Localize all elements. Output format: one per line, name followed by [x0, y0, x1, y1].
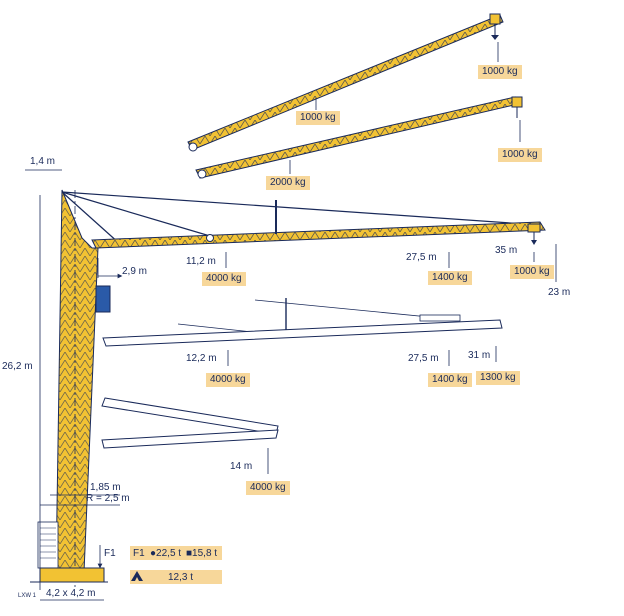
- main-jib-height: 23 m: [548, 287, 571, 298]
- f1-box: [130, 546, 222, 560]
- force-arrow-label: F1: [104, 548, 116, 559]
- dimension-lines: [25, 169, 120, 601]
- raised-jib-2-load: 2000 kg: [266, 176, 310, 190]
- tower-top-offset: 1,4 m: [30, 156, 56, 167]
- short-jib-load-1: 4000 kg: [246, 481, 290, 495]
- tower-base-size: 4,2 x 4,2 m: [46, 588, 96, 599]
- raised-jib-2-tip-load: 1000 kg: [498, 148, 542, 162]
- raised-jib-1-tip-load: 1000 kg: [478, 65, 522, 79]
- folded-jib-dist-1: 12,2 m: [186, 353, 217, 364]
- main-jib-load-1: 4000 kg: [202, 272, 246, 286]
- ballast-value: 12,3 t: [168, 572, 194, 583]
- main-jib-load-3: 1000 kg: [510, 265, 554, 279]
- f1-value-a: ●22,5 t: [150, 548, 182, 559]
- folded-jib-dist-2: 27,5 m: [408, 353, 439, 364]
- f1-value-b: ■15,8 t: [186, 548, 218, 559]
- tower-height: 26,2 m: [2, 361, 33, 372]
- tower-radius: R = 2,5 m: [86, 493, 130, 504]
- folded-jib-load-3: 1300 kg: [476, 371, 520, 385]
- tower: [30, 189, 111, 590]
- raised-jib-2: [195, 96, 523, 179]
- raised-jib-1-load: 1000 kg: [296, 111, 340, 125]
- raised-jib-1: [187, 13, 504, 152]
- folded-jib-dist-3: 31 m: [468, 350, 491, 361]
- main-jib-dist-1: 11,2 m: [186, 256, 216, 267]
- folded-jib-load-1: 4000 kg: [206, 373, 250, 387]
- main-jib-dist-2: 27,5 m: [406, 252, 437, 263]
- folded-jib: [102, 298, 503, 366]
- ballast-icon: [131, 571, 143, 581]
- tower-base-offset: 1,85 m: [90, 482, 121, 493]
- ballast-box: [130, 570, 222, 584]
- folded-jib-load-2: 1400 kg: [428, 373, 472, 387]
- main-jib-load-2: 1400 kg: [428, 271, 472, 285]
- tower-pivot-offset: 2,9 m: [122, 266, 148, 277]
- main-jib: [61, 191, 557, 282]
- short-jib-dist-1: 14 m: [230, 461, 253, 472]
- f1-label: F1: [133, 548, 145, 559]
- short-jib: [101, 397, 279, 474]
- main-jib-dist-3: 35 m: [495, 245, 518, 256]
- tower-model-tag: LXW 1: [18, 593, 37, 599]
